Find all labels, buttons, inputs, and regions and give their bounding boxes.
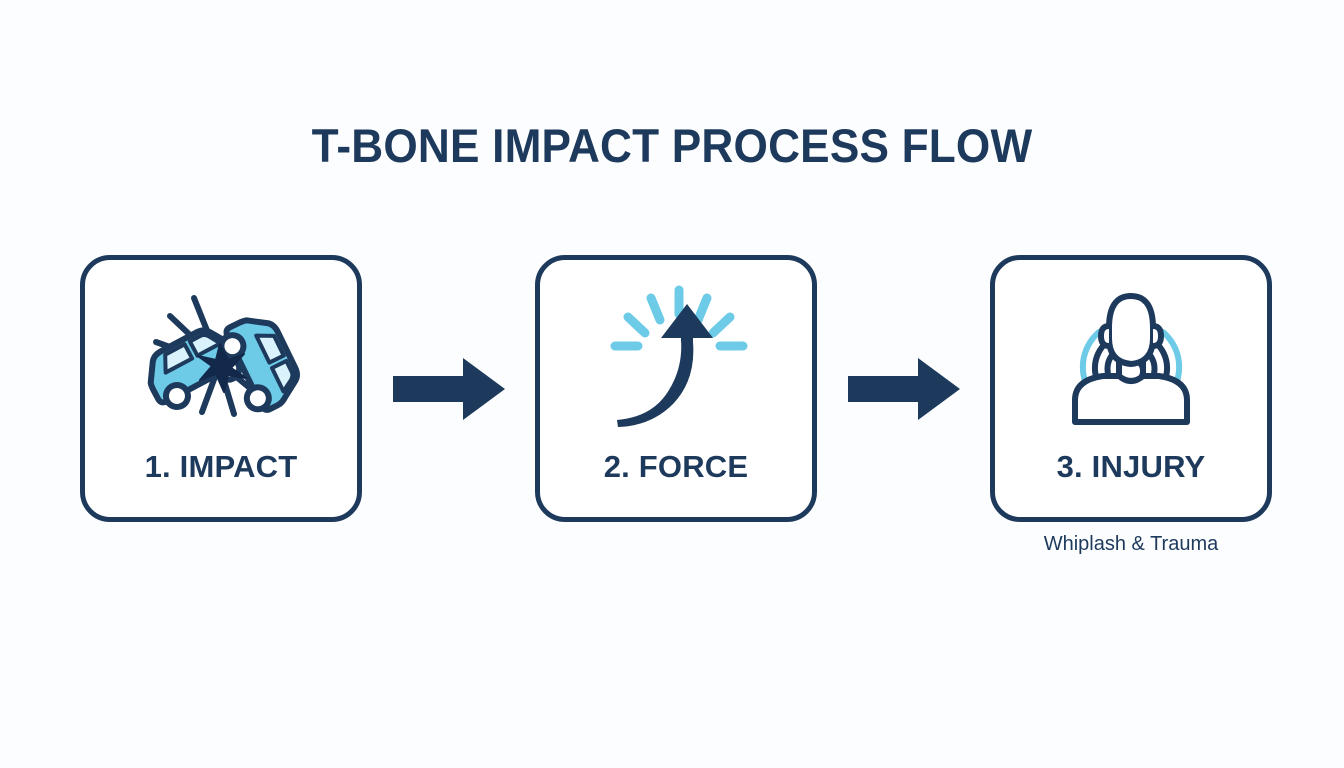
right-arrow-icon — [847, 357, 960, 420]
step-card-injury[interactable]: 3. INJURY — [990, 255, 1272, 522]
person-neck-pain-icon — [1072, 292, 1190, 425]
car-crash-icon — [147, 295, 300, 417]
page-title: T-BONE IMPACT PROCESS FLOW — [311, 119, 1033, 172]
flow-step-impact[interactable]: 1. IMPACT — [80, 255, 362, 522]
connector-2 — [847, 255, 960, 522]
step-caption-injury: Whiplash & Trauma — [1043, 533, 1219, 555]
card-icon-slot — [136, 286, 306, 426]
step-label-injury: 3. INJURY — [1056, 449, 1206, 484]
process-flow-row: 1. IMPACT — [80, 255, 1272, 555]
curved-force-arrow-icon — [610, 285, 748, 427]
step-card-force[interactable]: 2. FORCE — [535, 255, 817, 522]
right-arrow-icon — [392, 357, 505, 420]
flow-step-force[interactable]: 2. FORCE — [535, 255, 817, 522]
step-label-impact: 1. IMPACT — [144, 449, 298, 484]
card-icon-slot — [601, 285, 751, 427]
connector-1 — [392, 255, 505, 522]
step-label-force: 2. FORCE — [603, 449, 749, 484]
card-icon-slot — [1051, 286, 1211, 426]
step-card-impact[interactable]: 1. IMPACT — [80, 255, 362, 522]
flow-step-injury[interactable]: 3. INJURY Whiplash & Trauma — [990, 255, 1272, 555]
